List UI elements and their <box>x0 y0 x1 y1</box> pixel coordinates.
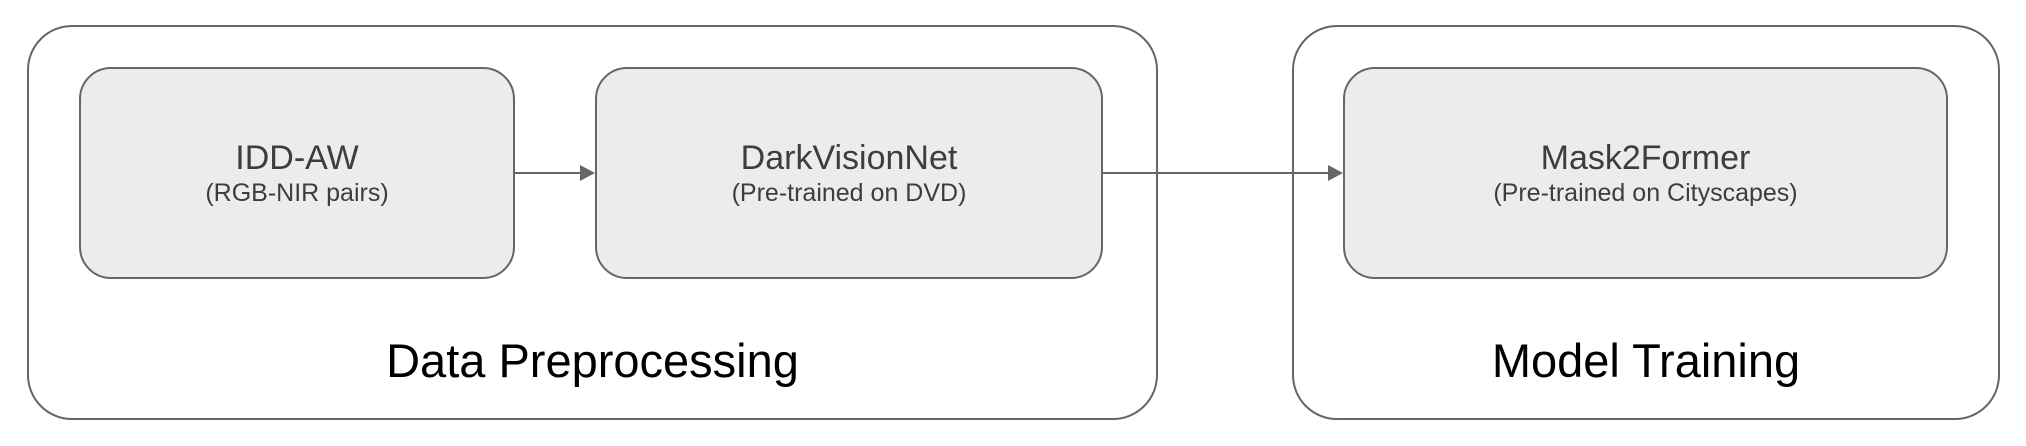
group-label-data-preprocessing: Data Preprocessing <box>386 334 799 387</box>
group-label-model-training: Model Training <box>1491 334 1801 387</box>
node-darkvisionnet: DarkVisionNet (Pre-trained on DVD) <box>595 67 1103 279</box>
arrow-darkvisionnet-to-mask2former <box>1103 165 1343 181</box>
arrow-idd-aw-to-darkvisionnet <box>515 165 595 181</box>
node-title: DarkVisionNet <box>740 138 958 177</box>
arrowhead-right-icon <box>580 165 595 181</box>
arrowhead-right-icon <box>1328 165 1343 181</box>
arrow-line <box>1103 172 1330 174</box>
node-subtitle: (Pre-trained on Cityscapes) <box>1493 179 1798 208</box>
node-subtitle: (Pre-trained on DVD) <box>731 179 967 208</box>
arrow-line <box>515 172 582 174</box>
node-mask2former: Mask2Former (Pre-trained on Cityscapes) <box>1343 67 1948 279</box>
node-title: IDD-AW <box>235 138 359 177</box>
node-idd-aw: IDD-AW (RGB-NIR pairs) <box>79 67 515 279</box>
node-title: Mask2Former <box>1540 138 1751 177</box>
node-subtitle: (RGB-NIR pairs) <box>205 179 389 208</box>
